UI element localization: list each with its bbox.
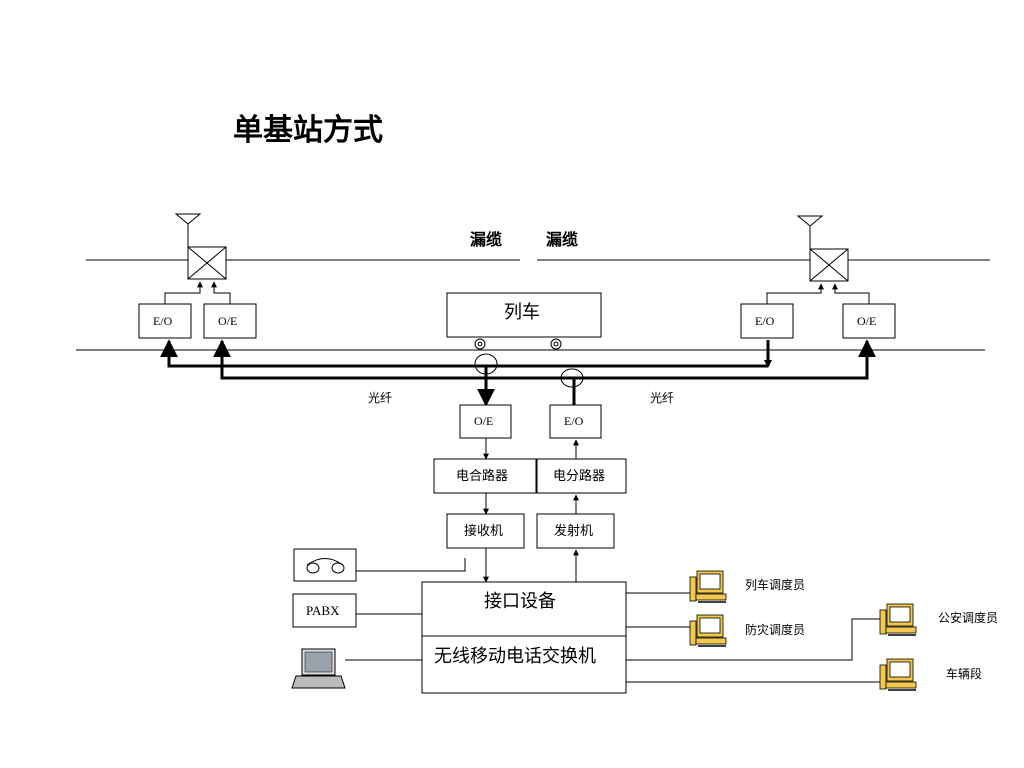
fiber-label-left: 光纤 bbox=[368, 391, 392, 405]
train-wheel bbox=[474, 338, 486, 350]
left-oe-box bbox=[203, 303, 257, 339]
center-eo-box bbox=[549, 404, 602, 439]
right-coupler bbox=[809, 248, 849, 282]
combiner-box bbox=[433, 458, 537, 494]
train-wheel bbox=[550, 338, 562, 350]
telephone-box bbox=[293, 548, 357, 582]
dispatcher-police: 公安调度员 bbox=[938, 610, 998, 625]
dispatcher-disaster: 防灾调度员 bbox=[745, 622, 805, 637]
telephone-icon bbox=[306, 558, 345, 574]
splitter-box bbox=[536, 458, 627, 494]
leaky-cable-label-1: 漏缆 bbox=[470, 230, 502, 249]
right-oe-label: O/E bbox=[857, 314, 876, 328]
dispatcher-train: 列车调度员 bbox=[745, 577, 805, 592]
fiber-line-outer bbox=[160, 339, 495, 407]
receiver-label: 接收机 bbox=[464, 523, 503, 538]
interface-switch-box bbox=[421, 581, 627, 694]
train-label: 列车 bbox=[504, 302, 540, 322]
switch-label: 无线移动电话交换机 bbox=[434, 646, 596, 666]
antenna-icon bbox=[796, 215, 824, 249]
left-eo-label: E/O bbox=[153, 314, 173, 328]
left-oe-label: O/E bbox=[218, 314, 237, 328]
transmitter-label: 发射机 bbox=[554, 523, 593, 538]
fiber-label-right: 光纤 bbox=[650, 391, 674, 405]
combiner-label: 电合路器 bbox=[456, 468, 508, 483]
computer-terminal-icon bbox=[689, 614, 727, 647]
interface-device-label: 接口设备 bbox=[484, 591, 556, 611]
antenna-icon bbox=[174, 213, 202, 247]
right-oe-box bbox=[842, 303, 896, 339]
leaky-cable-label-2: 漏缆 bbox=[546, 230, 578, 249]
pabx-label: PABX bbox=[306, 603, 340, 618]
receiver-box bbox=[446, 513, 525, 549]
page-title: 单基站方式 bbox=[233, 113, 383, 147]
center-eo-label: E/O bbox=[564, 414, 584, 428]
pabx-box bbox=[292, 593, 357, 628]
fiber-loop bbox=[474, 353, 498, 375]
fiber-loop bbox=[560, 368, 584, 388]
computer-terminal-icon bbox=[879, 603, 917, 636]
train-box bbox=[446, 292, 602, 338]
center-oe-label: O/E bbox=[474, 414, 493, 428]
laptop-icon bbox=[291, 648, 346, 689]
computer-terminal-icon bbox=[689, 570, 727, 603]
splitter-label: 电分路器 bbox=[553, 468, 605, 483]
left-coupler bbox=[187, 246, 227, 280]
dispatcher-depot: 车辆段 bbox=[946, 666, 982, 681]
transmitter-box bbox=[536, 513, 615, 549]
computer-terminal-icon bbox=[879, 658, 917, 691]
right-eo-label: E/O bbox=[755, 314, 775, 328]
fiber-line-inner bbox=[213, 339, 876, 380]
